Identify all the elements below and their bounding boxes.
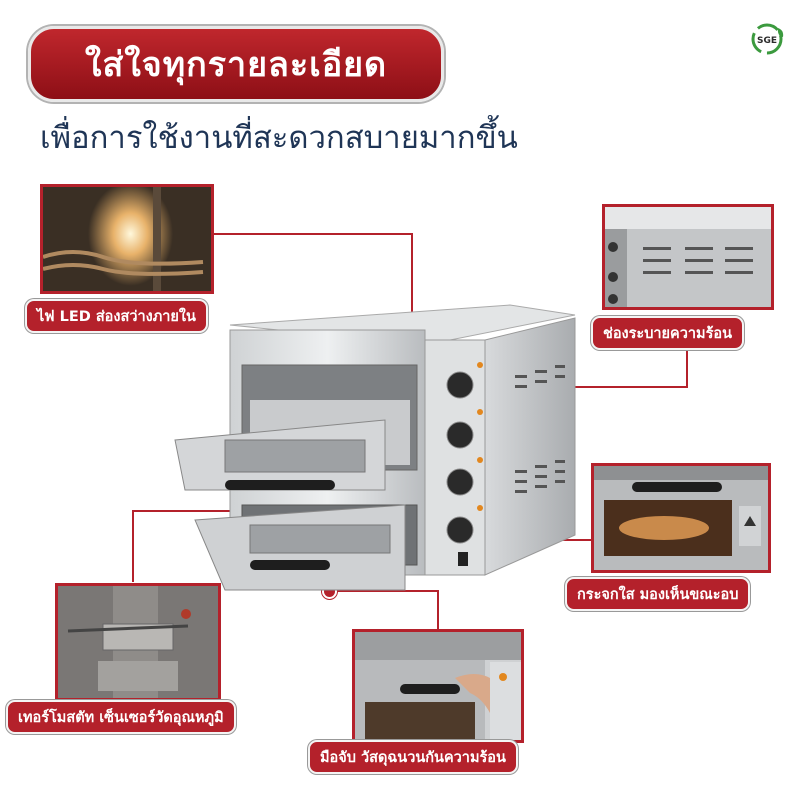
vent-photo-icon [605,207,771,307]
feature-thumb-vent [602,204,774,310]
page-title: ใส่ใจทุกรายละเอียด [84,45,388,85]
connector-vent [563,386,688,388]
connector-led [212,233,412,235]
led-lamp-photo-icon [43,187,211,291]
connector-handle-v [437,590,439,630]
feature-label-handle: มือจับ วัสดุฉนวนกันความร้อน [308,740,518,774]
feature-thumb-thermostat [55,583,221,701]
glass-window-photo-icon [594,466,768,570]
feature-label-thermostat: เทอร์โมสตัท เซ็นเซอร์วัดอุณหภูมิ [6,700,236,734]
feature-thumb-handle [352,629,524,743]
logo-text: SGE [757,36,777,46]
feature-label-glass: กระจกใส มองเห็นขณะอบ [565,577,751,611]
oven-illustration [174,304,576,591]
leaf-ring-logo-icon: SGE [751,23,784,55]
brand-logo: SGE [748,22,786,56]
connector-vent-v [686,345,688,387]
title-banner: ใส่ใจทุกรายละเอียด [28,26,444,102]
feature-thumb-led [40,184,214,294]
connector-handle [330,590,438,592]
feature-label-vent: ช่องระบายความร้อน [591,316,744,350]
feature-label-led: ไฟ LED ส่องสว่างภายใน [25,299,208,333]
feature-thumb-glass [591,463,771,573]
page-subtitle: เพื่อการใช้งานที่สะดวกสบายมากขึ้น [40,120,518,156]
connector-thermo-v [132,510,134,582]
handle-photo-icon [355,632,521,740]
thermostat-photo-icon [58,586,218,698]
